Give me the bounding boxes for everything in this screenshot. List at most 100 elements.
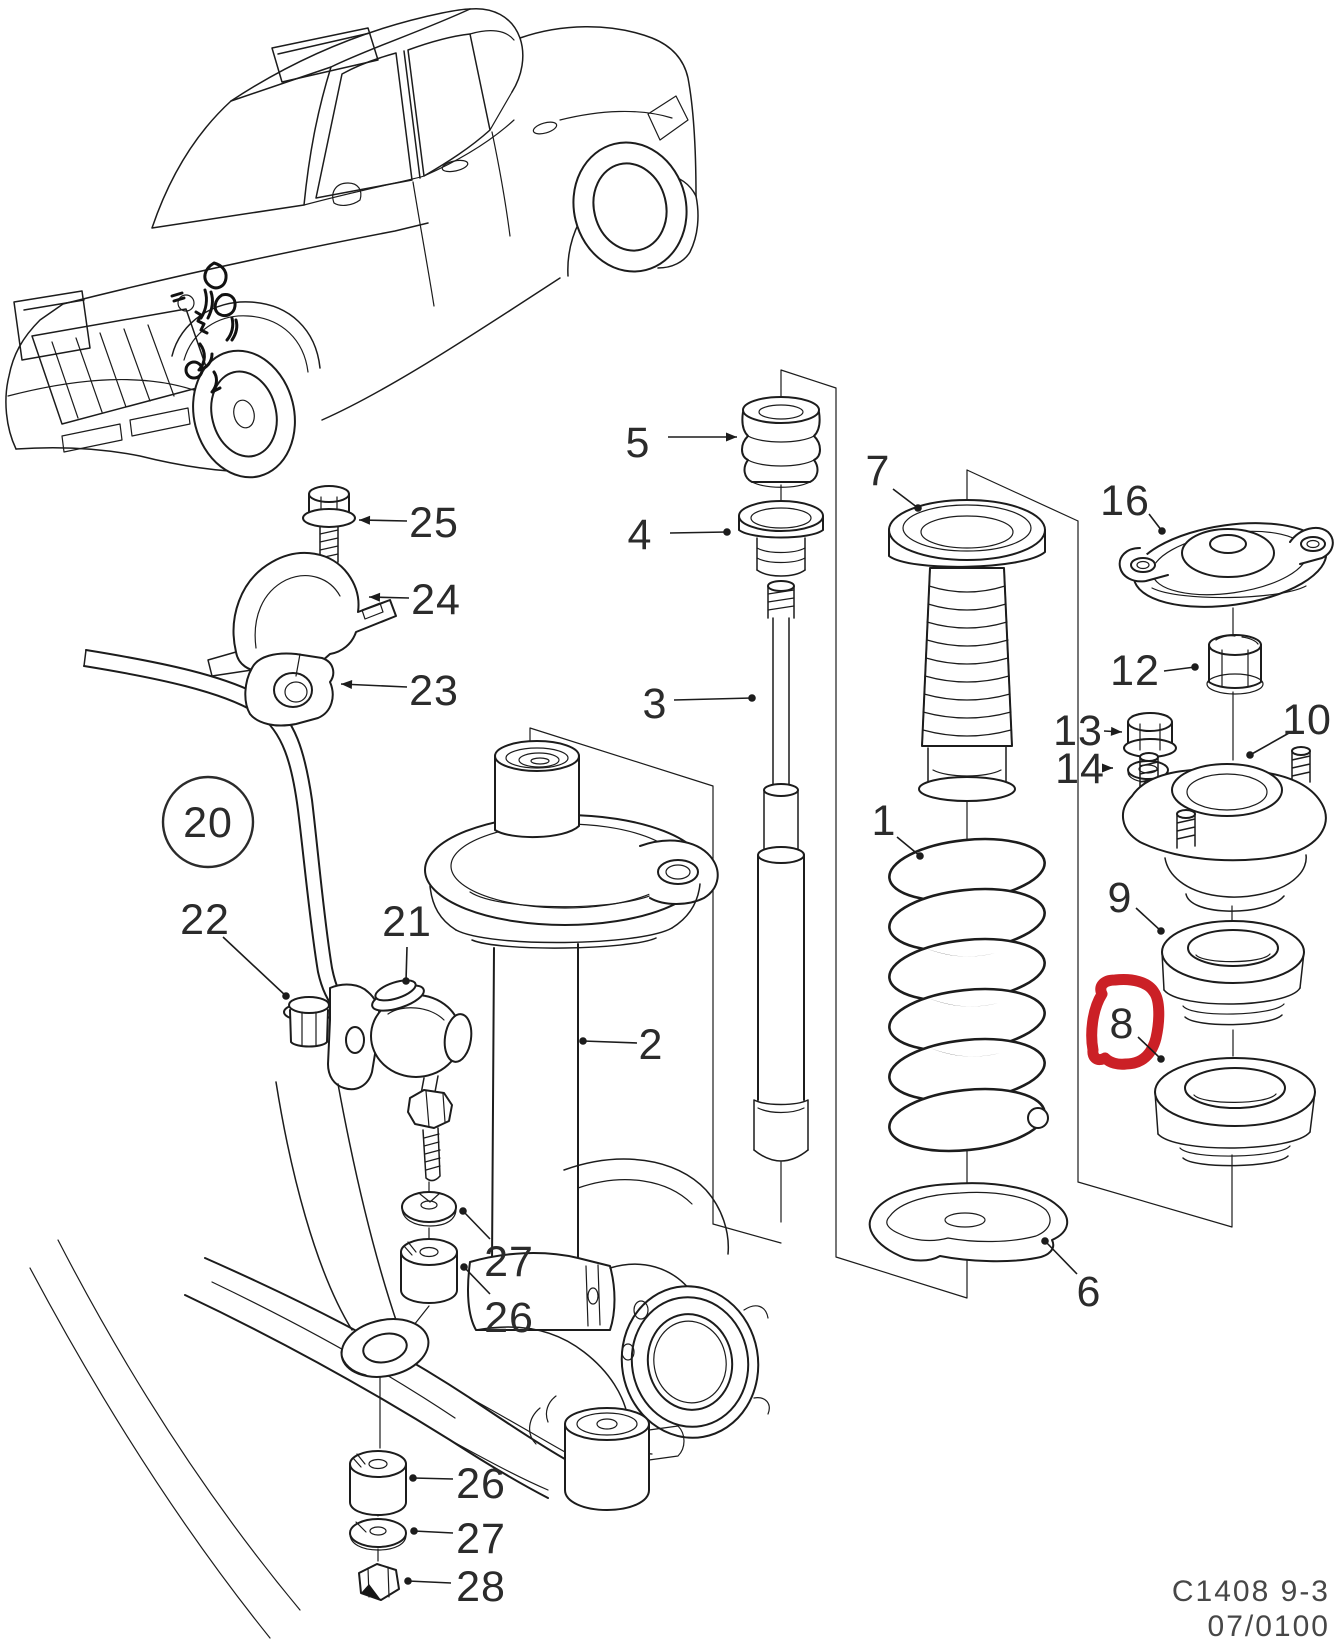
callout-number-3: 3 (643, 680, 668, 728)
callout-number-24: 24 (411, 576, 461, 624)
leader-line (340, 683, 408, 688)
callout-9-10: 9 (1108, 874, 1165, 935)
leader-arrow (369, 592, 381, 602)
suspension-location-scribble (170, 261, 239, 394)
leader-dot (1157, 927, 1165, 935)
car-grille (31, 308, 213, 425)
part-20-stabilizer-bar (83, 649, 351, 1011)
callout-4-1: 4 (628, 511, 731, 559)
cover-right-ear (1289, 526, 1334, 565)
callout-26-21: 26 (460, 1263, 534, 1342)
callout-number-9: 9 (1108, 874, 1133, 922)
leader-arrow (359, 515, 371, 525)
callout-number-8: 8 (1110, 1000, 1135, 1048)
part-12-nut (1206, 634, 1264, 695)
part-2-strut-housing (424, 740, 719, 1265)
strut-bore-cylinder (494, 755, 580, 838)
leader-line (673, 697, 753, 701)
control-arm-eye (340, 1318, 430, 1378)
callout-8-11: 8 (1110, 1000, 1165, 1063)
callout-16-4: 16 (1100, 477, 1166, 535)
callout-23-19: 23 (340, 667, 459, 715)
callout-circle (161, 775, 255, 869)
part-25-bolt (302, 485, 356, 568)
cover-left-ear (1118, 547, 1169, 583)
leader-line (413, 1530, 454, 1534)
callout-number-27: 27 (484, 1238, 534, 1286)
callout-1-9: 1 (872, 797, 924, 860)
leader-arrow (1110, 726, 1122, 736)
callout-27-23: 27 (410, 1515, 505, 1563)
leader-dot (1246, 751, 1254, 759)
stabilizer-bar-end-plate (327, 983, 381, 1091)
part-6-spring-seat-plate (868, 1182, 1068, 1263)
callout-number-16: 16 (1100, 477, 1150, 525)
car-sunroof (271, 27, 379, 83)
callout-14-7: 14 (1055, 745, 1113, 793)
leader-dot (1041, 1237, 1049, 1245)
leader-dot (282, 992, 290, 1000)
leader-dot (916, 852, 924, 860)
callout-13-6: 13 (1053, 707, 1123, 755)
callout-number-12: 12 (1110, 647, 1160, 695)
leader-line (405, 946, 408, 982)
part-26-bushing-lower (349, 1450, 407, 1516)
callout-number-23: 23 (409, 667, 459, 715)
leader-dot (1158, 527, 1166, 535)
callout-12-5: 12 (1110, 647, 1199, 695)
spring-end-tip (1027, 1107, 1049, 1129)
callout-number-13: 13 (1053, 707, 1103, 755)
leader-line (222, 936, 287, 997)
car-overview-drawing (5, 7, 699, 479)
callout-21-16: 21 (382, 898, 432, 985)
callout-number-22: 22 (180, 896, 230, 944)
callout-number-26: 26 (484, 1294, 534, 1342)
callout-25-17: 25 (358, 499, 459, 547)
leader-dot (748, 694, 756, 702)
callout-number-4: 4 (628, 511, 653, 559)
part-13-nut (1123, 712, 1177, 758)
grouping-lines (377, 369, 1234, 1562)
callout-number-20: 20 (183, 799, 233, 847)
leader-line (1137, 1036, 1162, 1060)
callout-number-7: 7 (866, 447, 891, 495)
callout-24-18: 24 (368, 576, 461, 624)
strut-tube (491, 943, 579, 1265)
leader-line (669, 531, 728, 534)
callout-number-28: 28 (456, 1563, 506, 1611)
car-windshield (151, 66, 332, 229)
highlight-ring (1086, 974, 1165, 1070)
callout-number-21: 21 (382, 898, 432, 946)
hub-bore (620, 1285, 760, 1439)
leader-arrow (726, 432, 737, 442)
part-3-shock-absorber (753, 580, 809, 1162)
leader-line (582, 1040, 638, 1044)
part-4-cap (738, 500, 824, 577)
car-front-wheel (192, 349, 296, 479)
leader-line (896, 836, 921, 857)
callout-number-25: 25 (409, 499, 459, 547)
leader-arrow (1102, 763, 1113, 773)
part-28-nut (358, 1563, 400, 1601)
car-mirror (332, 182, 362, 206)
part-5-bump-stop (741, 396, 821, 488)
callout-6-12: 6 (1041, 1237, 1100, 1316)
leader-line (412, 1477, 454, 1480)
callout-27-20: 27 (459, 1207, 534, 1286)
leader-arrow (341, 680, 353, 689)
leader-dot (410, 1527, 418, 1535)
part-1-coil-spring (888, 837, 1049, 1153)
leader-line (463, 1266, 491, 1295)
footer: C1408 9-3 07/0100 (1172, 1575, 1328, 1643)
leader-line (892, 488, 919, 509)
part-10-strut-mount (1122, 746, 1327, 912)
leader-dot (1157, 1055, 1165, 1063)
leader-line (1135, 907, 1162, 932)
leader-line (1163, 666, 1196, 672)
strut-ear (639, 839, 719, 905)
callout-10-8: 10 (1246, 696, 1331, 759)
callout-28-24: 28 (404, 1563, 506, 1611)
